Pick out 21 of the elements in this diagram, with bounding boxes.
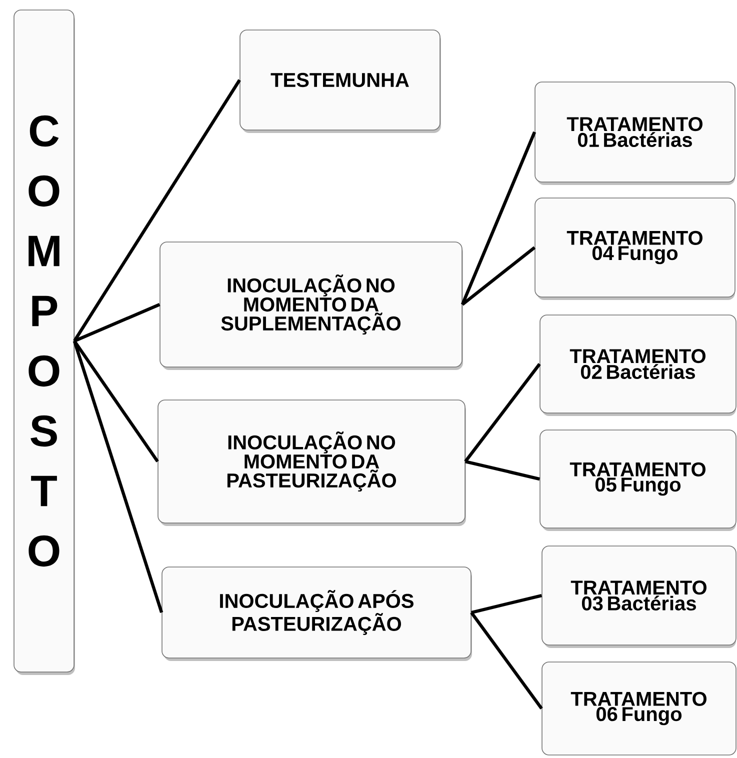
connector-line bbox=[461, 246, 536, 306]
connector-line bbox=[471, 594, 542, 614]
connector-line bbox=[460, 131, 536, 306]
category-box: TRATAMENTO 04 Fungo bbox=[534, 198, 736, 300]
category-box: TRATAMENTO 06 Fungo bbox=[542, 662, 736, 756]
connector-line bbox=[73, 79, 241, 342]
connector-line bbox=[465, 460, 540, 481]
connector-line bbox=[74, 303, 160, 342]
category-box: INOCULAÇÃO NO MOMENTO DA PASTEURIZAÇÃO bbox=[158, 400, 466, 526]
category-box: TRATAMENTO 01 Bactérias bbox=[534, 82, 736, 185]
category-box: INOCULAÇÃO NO MOMENTO DA SUPLEMENTAÇÃO bbox=[160, 242, 463, 370]
connector-line bbox=[470, 612, 543, 710]
connector-line bbox=[73, 340, 159, 462]
category-box: TRATAMENTO 03 Bactérias bbox=[542, 546, 736, 648]
connector-line bbox=[464, 363, 541, 462]
category-box: TRATAMENTO 05 Fungo bbox=[540, 430, 736, 531]
category-box: INOCULAÇÃO APÓS PASTEURIZAÇÃO bbox=[162, 566, 472, 661]
connector-line bbox=[72, 340, 164, 613]
category-box: TESTEMUNHA bbox=[240, 30, 441, 133]
title-box: COMPOSTO bbox=[14, 10, 75, 675]
category-box: TRATAMENTO 02 Bactérias bbox=[540, 314, 736, 416]
